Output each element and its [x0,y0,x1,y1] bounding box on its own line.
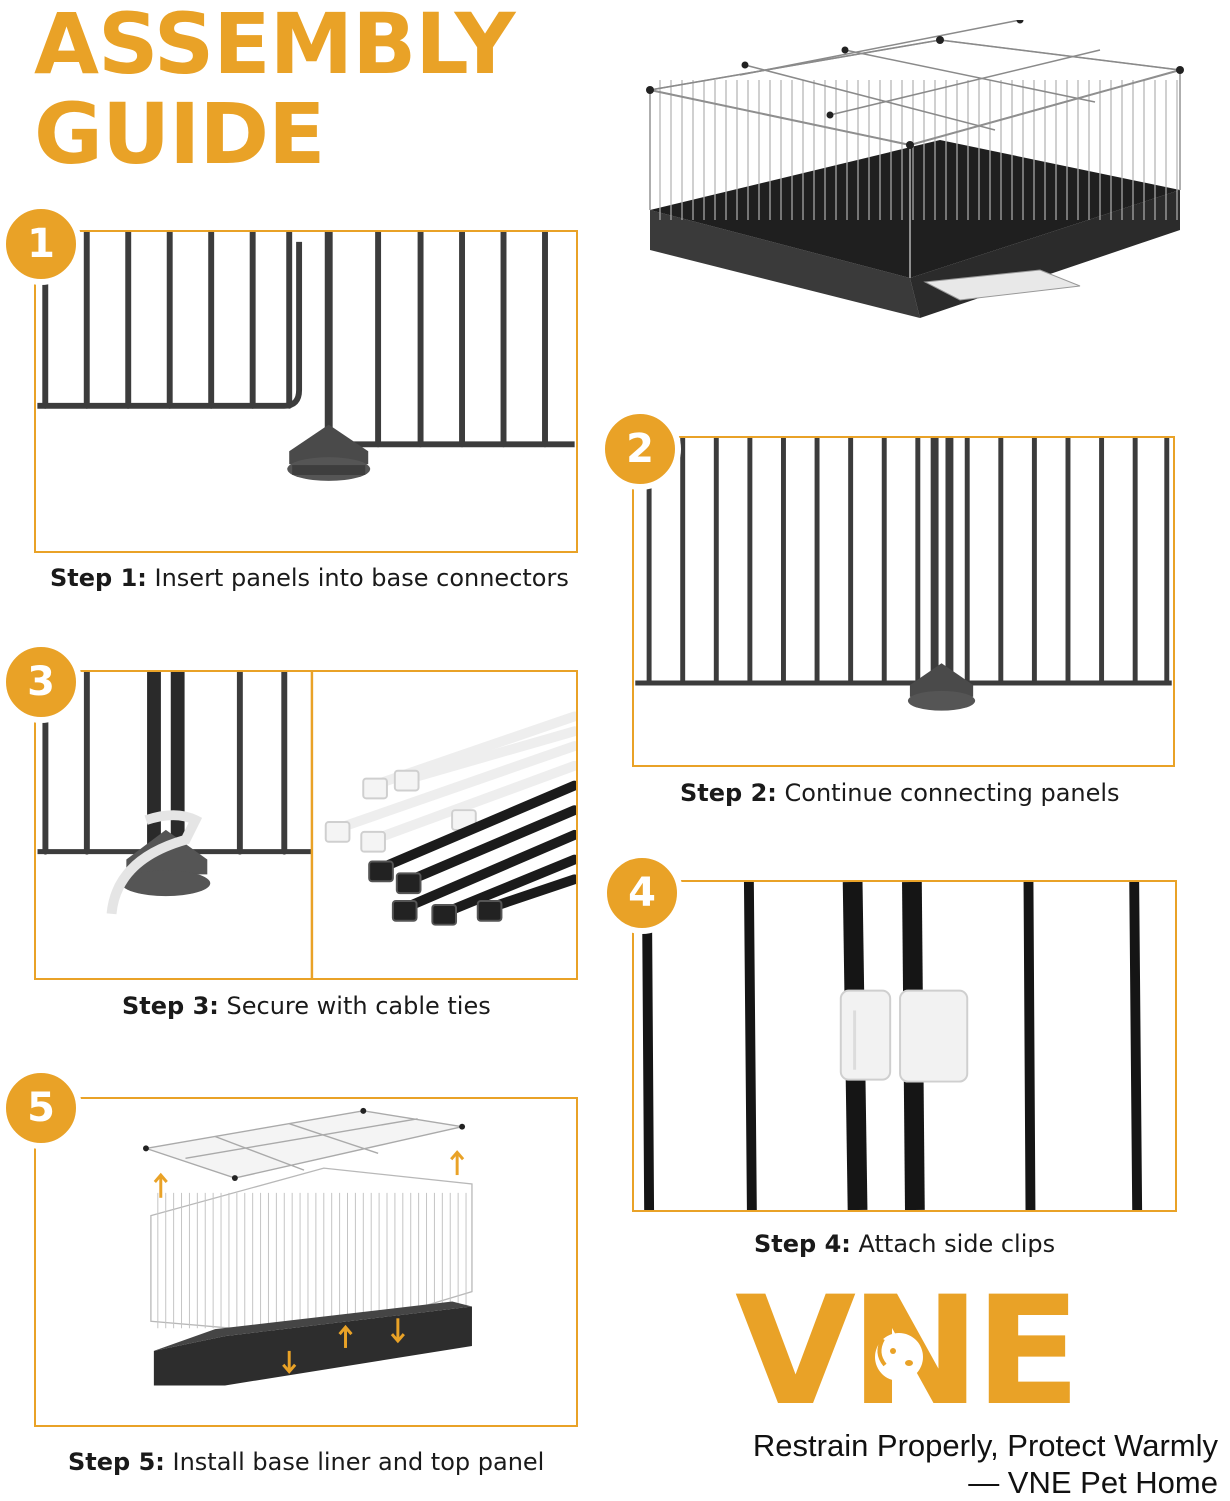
step-3-caption: Step 3: Secure with cable ties [122,992,491,1020]
step-5-image [34,1097,578,1427]
panel-connector-icon [907,663,976,711]
page-title-line-1: ASSEMBLY [34,0,515,93]
step-1-caption: Step 1: Insert panels into base connecto… [50,564,569,592]
side-clip-icon [839,989,969,1083]
arrow-up-icon [338,1324,353,1348]
page-title-line-2: GUIDE [34,85,326,183]
step-2-caption: Step 2: Continue connecting panels [680,779,1120,807]
cable-tie-icon [324,711,576,926]
panel-connector-icon [287,424,371,481]
brand-tagline-line-2: — VNE Pet Home [968,1465,1218,1500]
brand-tagline-line-1: Restrain Properly, Protect Warmly [752,1428,1218,1463]
step-1-image [34,230,578,553]
step-2-image [632,436,1175,767]
pet-cage-icon [640,16,1190,320]
step-3-badge: 3 [0,641,82,723]
arrow-down-icon [282,1318,405,1374]
step-2-badge: 2 [599,408,681,490]
dog-head-icon [875,1333,923,1381]
arrow-up-icon [153,1150,465,1198]
brand-logo: VNE [735,1265,1081,1439]
step-5-badge: 5 [0,1067,82,1149]
step-5-caption: Step 5: Install base liner and top panel [68,1448,545,1476]
step-3-image [34,670,578,980]
step-4-badge: 4 [601,852,683,934]
step-1-badge: 1 [0,203,82,285]
step-4-image [632,880,1177,1212]
step-4-caption: Step 4: Attach side clips [754,1230,1056,1258]
